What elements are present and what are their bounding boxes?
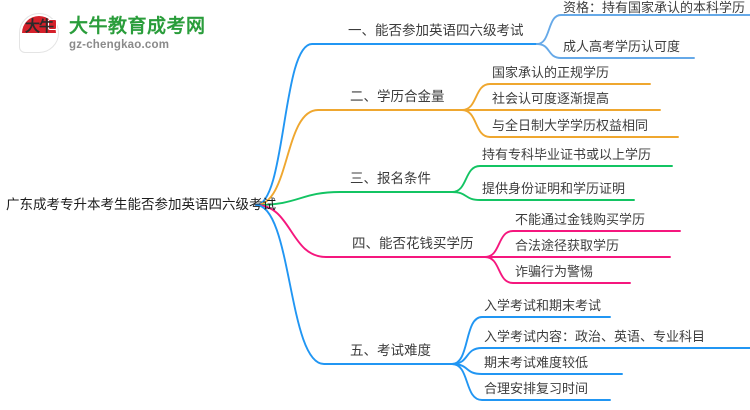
link-branch3-leaf-2 [451, 191, 635, 201]
logo-dot-shape [48, 19, 57, 30]
leaf-node-5-3[interactable]: 期末考试难度较低 [484, 355, 589, 370]
link-root-branch-1 [255, 43, 346, 206]
branch-node-3[interactable]: 三、报名条件 [350, 171, 431, 186]
link-branch1-leaf-1 [536, 14, 750, 45]
leaf-node-2-3[interactable]: 与全日制大学学历权益相同 [492, 118, 649, 133]
link-root-branch-5 [255, 204, 349, 365]
logo-mark-line1: 大 [24, 18, 40, 35]
link-root-branch-3 [255, 191, 349, 206]
logo-arc-shape [22, 16, 56, 33]
link-branch5-leaf-4 [451, 363, 611, 401]
leaf-node-5-4[interactable]: 合理安排复习时间 [484, 381, 589, 396]
logo-wordmark: 大牛教育成考网 gz-chengkao.com [69, 16, 206, 52]
leaf-node-3-2[interactable]: 提供身份证明和学历证明 [482, 181, 626, 196]
logo-mark-icon: 大牛 [18, 12, 62, 56]
link-branch5-leaf-1 [451, 316, 611, 365]
link-branch3-leaf-1 [451, 165, 673, 193]
link-branch4-leaf-3 [484, 256, 631, 284]
link-root-branch-4 [255, 204, 351, 258]
leaf-node-4-3[interactable]: 诈骗行为警惕 [515, 264, 594, 279]
leaf-node-5-2[interactable]: 入学考试内容：政治、英语、专业科目 [484, 329, 706, 344]
link-root-branch-2 [255, 109, 349, 206]
leaf-node-4-1[interactable]: 不能通过金钱购买学历 [515, 212, 646, 227]
leaf-node-1-1[interactable]: 资格：持有国家承认的本科学历 [563, 0, 746, 15]
logo-title: 大牛教育成考网 [69, 16, 206, 37]
leaf-node-5-1[interactable]: 入学考试和期末考试 [484, 298, 602, 313]
branch-node-4[interactable]: 四、能否花钱买学历 [352, 236, 474, 251]
logo-subtitle: gz-chengkao.com [69, 39, 170, 51]
leaf-node-1-2[interactable]: 成人高考学历认可度 [563, 39, 681, 54]
link-branch2-leaf-3 [461, 109, 679, 138]
branch-node-2[interactable]: 二、学历合金量 [350, 89, 445, 104]
leaf-node-2-1[interactable]: 国家承认的正规学历 [492, 65, 610, 80]
leaf-node-4-2[interactable]: 合法途径获取学历 [515, 238, 620, 253]
logo-mark-line2: 牛 [39, 18, 54, 35]
leaf-node-3-1[interactable]: 持有专科毕业证书或以上学历 [482, 147, 652, 162]
leaf-node-2-2[interactable]: 社会认可度逐渐提高 [492, 91, 610, 106]
branch-node-5[interactable]: 五、考试难度 [350, 343, 431, 358]
logo-mark-text: 大牛 [18, 19, 60, 34]
branch-node-1[interactable]: 一、能否参加英语四六级考试 [348, 23, 524, 38]
mindmap-root-node[interactable]: 广东成考专升本考生能否参加英语四六级考试 [6, 197, 276, 212]
site-logo: 大牛 大牛教育成考网 gz-chengkao.com [18, 8, 218, 60]
